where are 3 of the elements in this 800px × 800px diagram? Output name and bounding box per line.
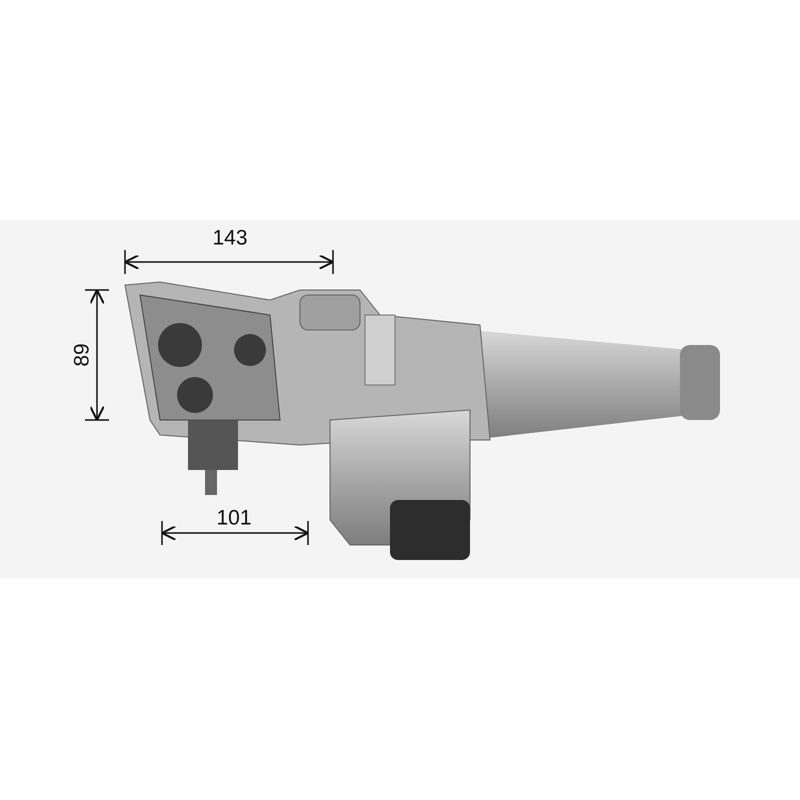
dimension-label: 89	[72, 343, 92, 367]
dimension-label: 143	[212, 228, 248, 248]
dimension-label: 101	[216, 508, 252, 528]
